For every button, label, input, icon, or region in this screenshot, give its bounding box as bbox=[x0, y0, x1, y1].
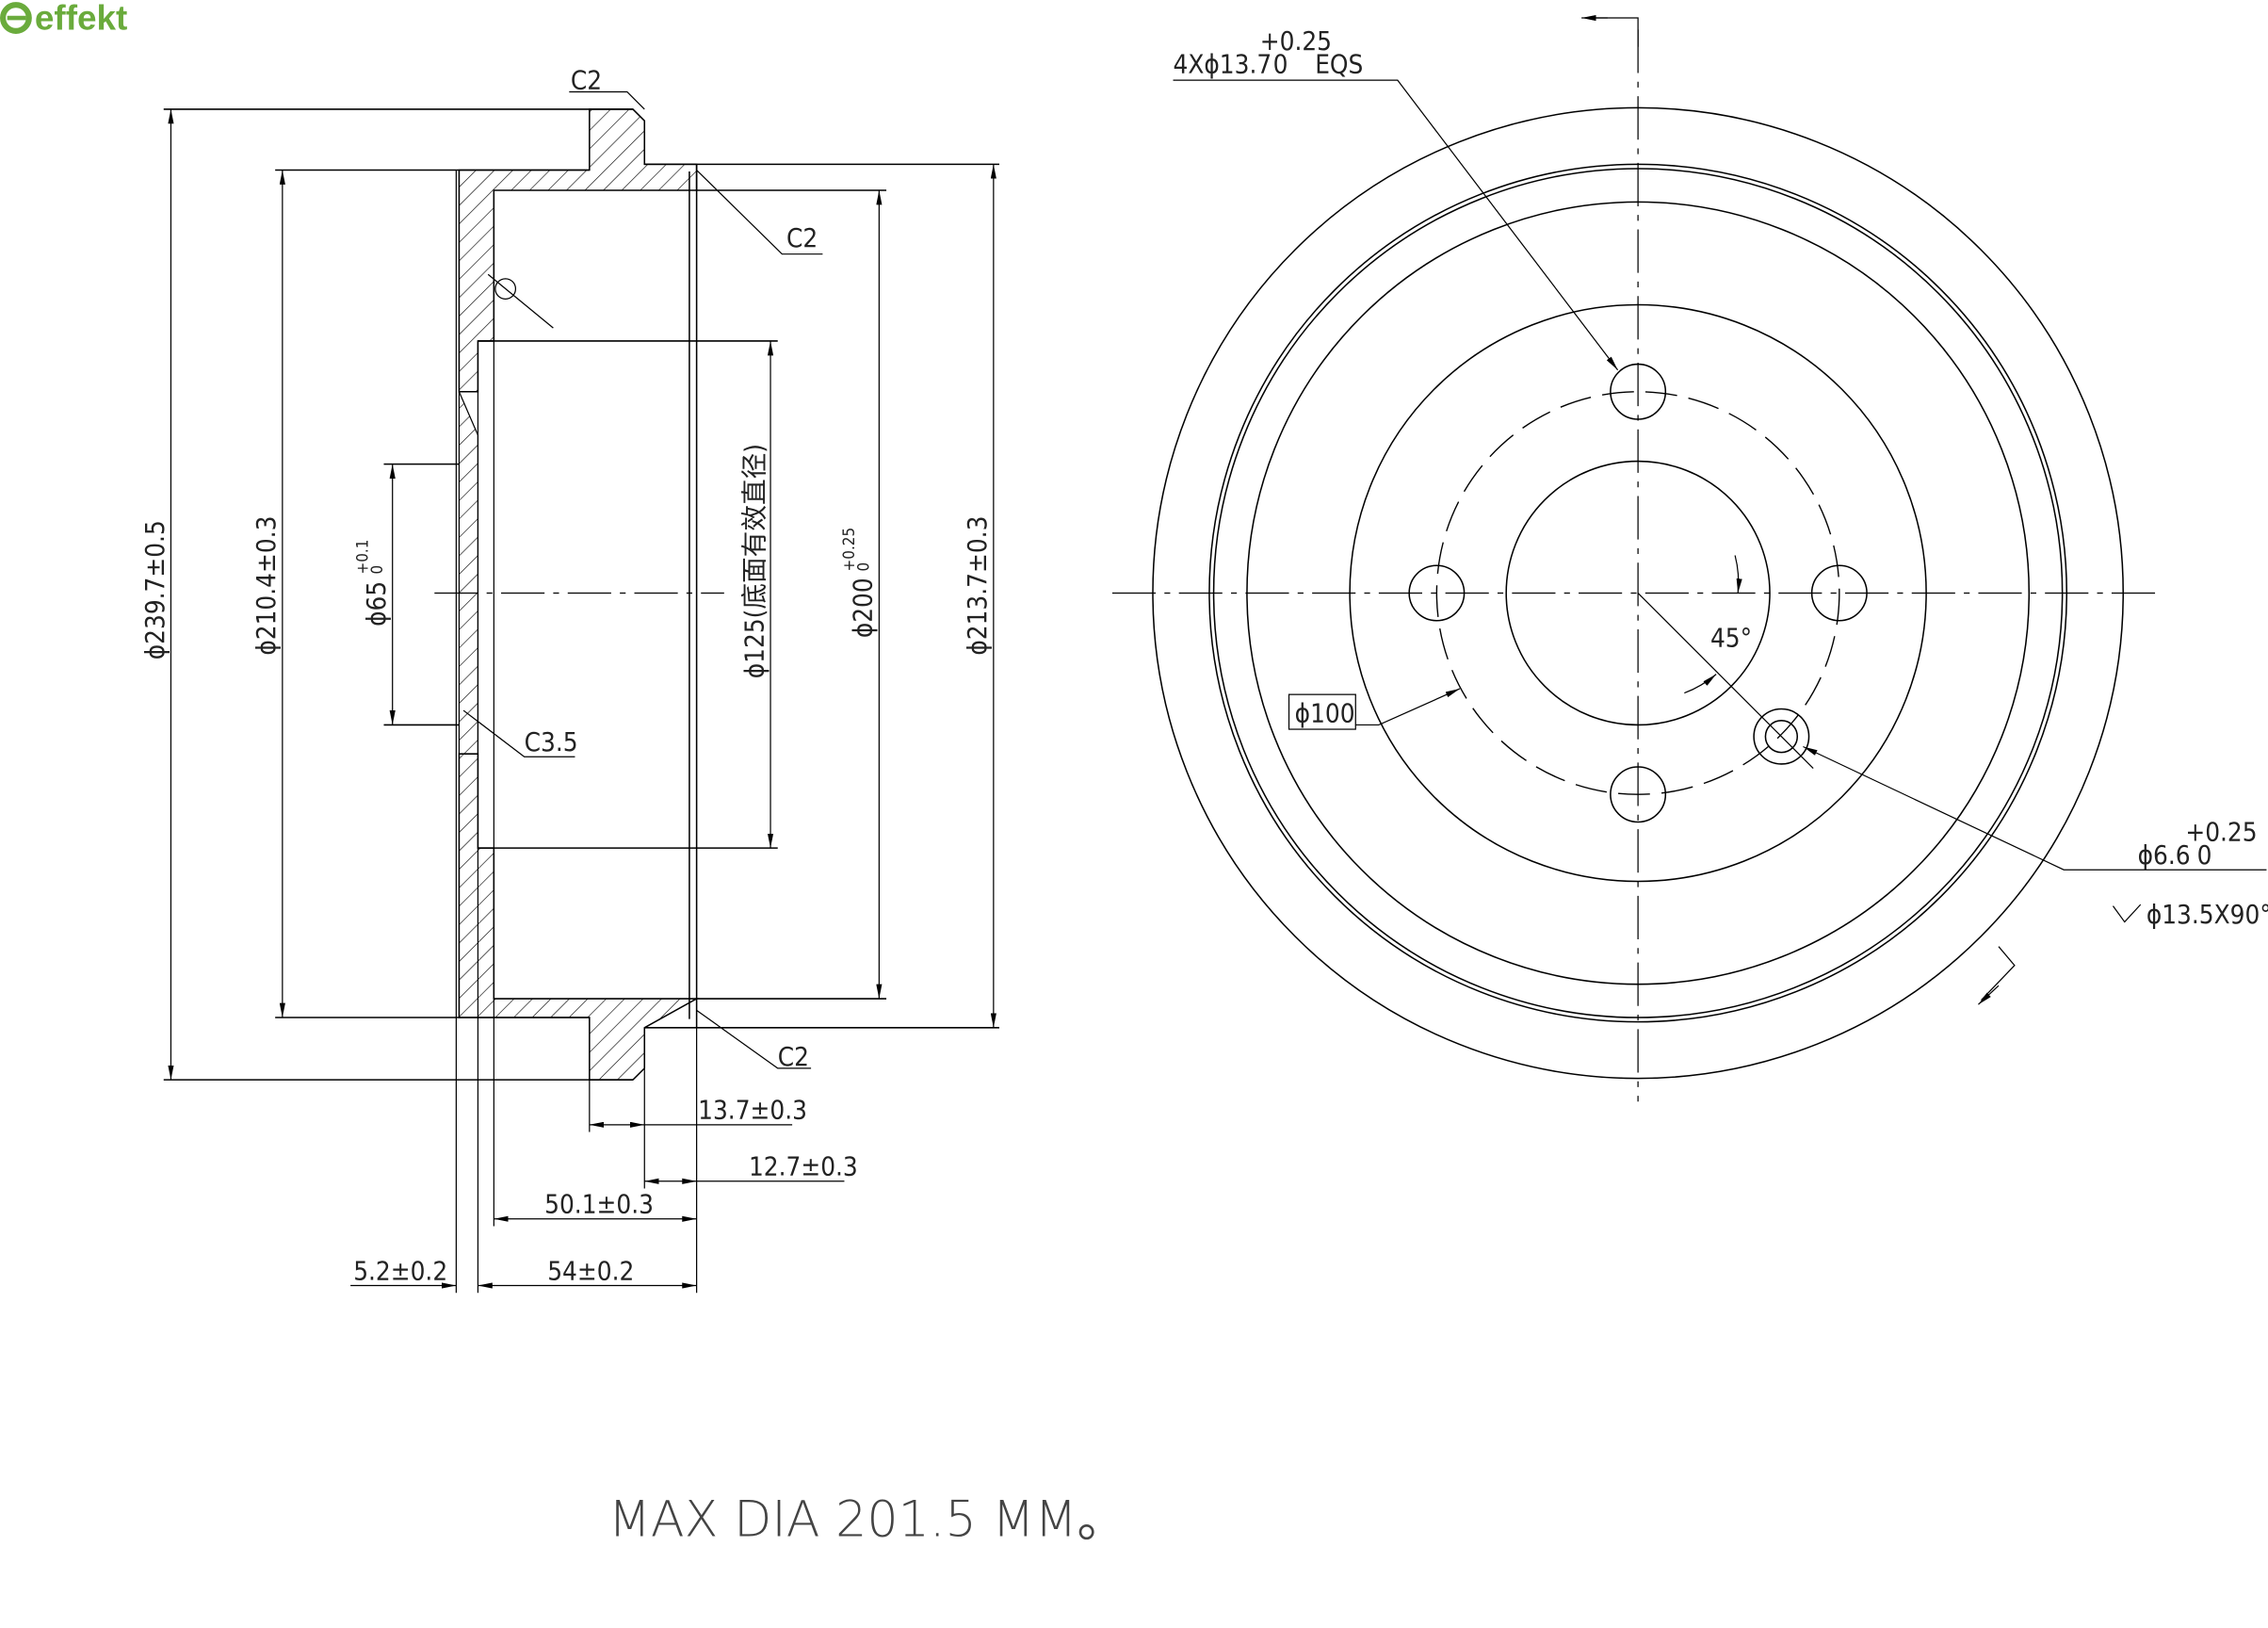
braking-diameter-label: ϕ200 +0.25 0 bbox=[839, 528, 878, 638]
hub-face-diameter-label: ϕ125(底面有效直径) bbox=[738, 444, 770, 678]
svg-text:4Xϕ13.7: 4Xϕ13.7 bbox=[1174, 48, 1272, 79]
small-hole bbox=[1753, 708, 1810, 765]
chamfer-label: C2 bbox=[571, 64, 602, 95]
svg-text:EQS: EQS bbox=[1315, 48, 1363, 79]
svg-text:0: 0 bbox=[2197, 839, 2212, 871]
svg-text:0: 0 bbox=[367, 565, 386, 575]
chamfer-label: C2 bbox=[786, 222, 818, 253]
rim-diameter-label: ϕ213.7±0.3 bbox=[962, 516, 993, 656]
svg-text:ϕ200: ϕ200 bbox=[848, 578, 879, 638]
angle-label: 45° bbox=[1710, 622, 1752, 653]
svg-text:ϕ6.6: ϕ6.6 bbox=[2138, 839, 2191, 871]
countersink-icon bbox=[2112, 904, 2142, 923]
plate-thickness-label: 5.2±0.2 bbox=[353, 1255, 447, 1286]
chamfer-label: C2 bbox=[778, 1041, 809, 1072]
inner-depth-label: 50.1±0.3 bbox=[544, 1189, 654, 1220]
small-hole-label: ϕ6.6 +0.25 0 bbox=[2138, 816, 2258, 871]
svg-text:0: 0 bbox=[1273, 48, 1288, 79]
front-view: 4Xϕ13.7 +0.25 0 EQS ϕ100 45° ϕ6.6 +0.25 … bbox=[1111, 14, 2268, 1102]
bore-diameter-label: ϕ65 +0.1 0 bbox=[353, 540, 392, 627]
rim-width-label: 12.7±0.3 bbox=[749, 1151, 858, 1182]
svg-text:+0.25: +0.25 bbox=[2185, 816, 2257, 847]
flange-diameter-label: ϕ210.4±0.3 bbox=[251, 516, 282, 656]
outer-diameter-label: ϕ239.7±0.5 bbox=[139, 520, 170, 659]
section-view: C2 C2 C2 C3.5 ϕ239.7±0.5 ϕ210.4±0.3 ϕ65 … bbox=[139, 64, 999, 1294]
svg-text:+0.1: +0.1 bbox=[353, 540, 372, 575]
svg-text:0: 0 bbox=[854, 562, 873, 572]
effekt-logo: effekt bbox=[0, 0, 127, 37]
pcd-label: ϕ100 bbox=[1295, 697, 1355, 728]
bolt-hole-label: 4Xϕ13.7 +0.25 0 EQS bbox=[1174, 25, 1364, 80]
section-hatch-bottom bbox=[458, 753, 700, 1081]
svg-text:ϕ65: ϕ65 bbox=[361, 581, 392, 627]
chamfer-label: C3.5 bbox=[525, 726, 578, 757]
overall-depth-label: 54±0.2 bbox=[547, 1255, 634, 1286]
logo-text: effekt bbox=[35, 0, 127, 37]
small-hole bbox=[1764, 720, 1799, 754]
max-diameter-note: MAX DIA 201.5 MM。 bbox=[608, 1491, 1126, 1549]
svg-text:+0.25: +0.25 bbox=[839, 528, 858, 572]
flange-thickness-label: 13.7±0.3 bbox=[698, 1095, 807, 1126]
countersink-label: ϕ13.5X90° bbox=[2146, 899, 2268, 930]
svg-text:+0.25: +0.25 bbox=[1260, 25, 1332, 57]
section-hatch-top bbox=[458, 108, 698, 393]
